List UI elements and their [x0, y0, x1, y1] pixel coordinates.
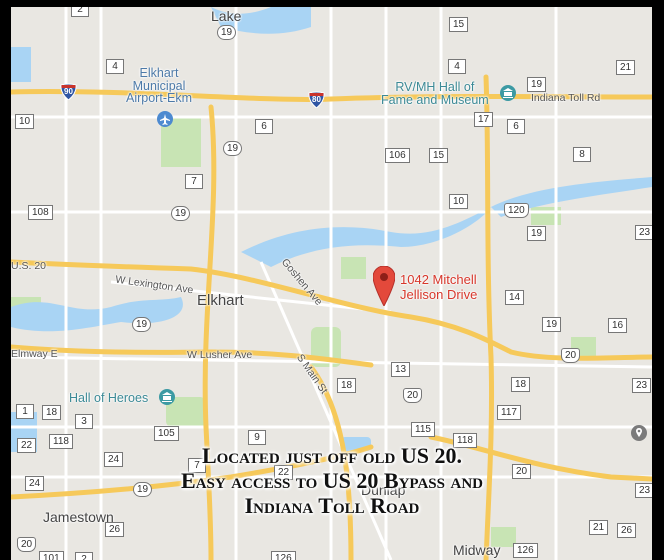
route-shield: 19 [171, 206, 191, 221]
route-shield: 21 [616, 60, 636, 75]
route-shield: 22 [274, 465, 294, 480]
route-shield: 118 [49, 434, 73, 449]
route-shield: 14 [505, 290, 525, 305]
street-label-toll-rd: Indiana Toll Rd [531, 92, 601, 104]
route-shield: 13 [391, 362, 411, 377]
route-shield: 24 [25, 476, 45, 491]
route-shield: 3 [75, 414, 93, 429]
place-label-lake: Lake [211, 8, 242, 24]
route-shield: 26 [105, 522, 125, 537]
route-shield: 24 [104, 452, 124, 467]
route-shield: 101 [39, 551, 64, 560]
street-label-lusher: W Lusher Ave [187, 349, 253, 361]
route-shield: 8 [573, 147, 591, 162]
route-shield: 120 [504, 203, 529, 218]
caption-text: Located just off old US 20. Easy access … [0, 443, 664, 518]
route-shield: 19 [223, 141, 243, 156]
route-shield: 126 [271, 551, 296, 560]
route-shield: 4 [106, 59, 124, 74]
route-shield: 21 [589, 520, 609, 535]
interstate-shield-icon: 80 [308, 91, 325, 108]
caption-line-1: Located just off old US 20. [201, 443, 463, 468]
museum-icon[interactable] [500, 85, 516, 106]
hall-of-heroes-label: Hall of Heroes [69, 391, 149, 405]
place-label-dunlap: Dunlap [361, 482, 406, 498]
street-label-us20: U.S. 20 [11, 260, 47, 272]
route-shield: 4 [448, 59, 466, 74]
route-shield: 1 [16, 404, 34, 419]
route-shield: 19 [132, 317, 152, 332]
museum-icon[interactable] [159, 389, 175, 410]
route-shield: 19 [527, 77, 547, 92]
route-shield: 20 [403, 388, 423, 403]
route-shield: 20 [512, 464, 532, 479]
route-shield: 7 [188, 458, 206, 473]
route-shield: 23 [632, 378, 652, 393]
route-shield: 115 [411, 422, 435, 437]
route-shield: 26 [617, 523, 637, 538]
route-shield: 126 [513, 543, 538, 558]
place-label-jamestown: Jamestown [43, 509, 114, 525]
place-label-midway: Midway [453, 542, 501, 558]
map-base-layer [11, 7, 652, 560]
route-shield: 6 [507, 119, 525, 134]
route-shield: 108 [28, 205, 53, 220]
route-shield: 118 [453, 433, 477, 448]
caption-line-3: Indiana Toll Road [244, 493, 420, 518]
rv-hall-label: RV/MH Hall of Fame and Museum [381, 80, 489, 107]
route-shield: 15 [449, 17, 469, 32]
route-shield: 18 [42, 405, 62, 420]
street-label-elmway: Elmway E [11, 348, 58, 360]
route-shield: 18 [337, 378, 357, 393]
route-shield: 23 [635, 483, 652, 498]
caption-line-2: Easy access to US 20 Bypass and [181, 468, 483, 493]
route-shield: 105 [154, 426, 179, 441]
route-shield: 22 [17, 438, 37, 453]
map-canvas[interactable]: Lake Elkhart Jamestown Midway Dunlap 104… [11, 7, 652, 560]
route-shield: 19 [527, 226, 547, 241]
address-label: 1042 Mitchell Jellison Drive [400, 272, 478, 302]
route-shield: 6 [255, 119, 273, 134]
route-shield: 7 [185, 174, 203, 189]
route-shield: 16 [608, 318, 628, 333]
route-shield: 20 [17, 537, 37, 552]
airport-label: Elkhart Municipal Airport-Ekm [126, 66, 192, 105]
route-shield: 15 [429, 148, 449, 163]
interstate-shield-icon: 90 [60, 83, 77, 100]
route-shield: 117 [497, 405, 521, 420]
route-shield: 17 [474, 112, 494, 127]
route-shield: 19 [542, 317, 562, 332]
place-marker-icon[interactable] [631, 425, 647, 446]
map-pin-icon[interactable] [372, 265, 396, 311]
route-shield: 2 [75, 552, 93, 560]
route-shield: 18 [511, 377, 531, 392]
route-shield: 19 [133, 482, 153, 497]
place-label-elkhart: Elkhart [197, 292, 244, 309]
airplane-icon[interactable] [157, 111, 173, 132]
route-shield: 10 [449, 194, 469, 209]
route-shield: 106 [385, 148, 410, 163]
route-shield: 19 [217, 25, 237, 40]
route-shield: 23 [635, 225, 652, 240]
route-shield: 20 [561, 348, 581, 363]
route-shield: 9 [248, 430, 266, 445]
route-shield: 10 [15, 114, 35, 129]
route-shield: 2 [71, 7, 89, 17]
